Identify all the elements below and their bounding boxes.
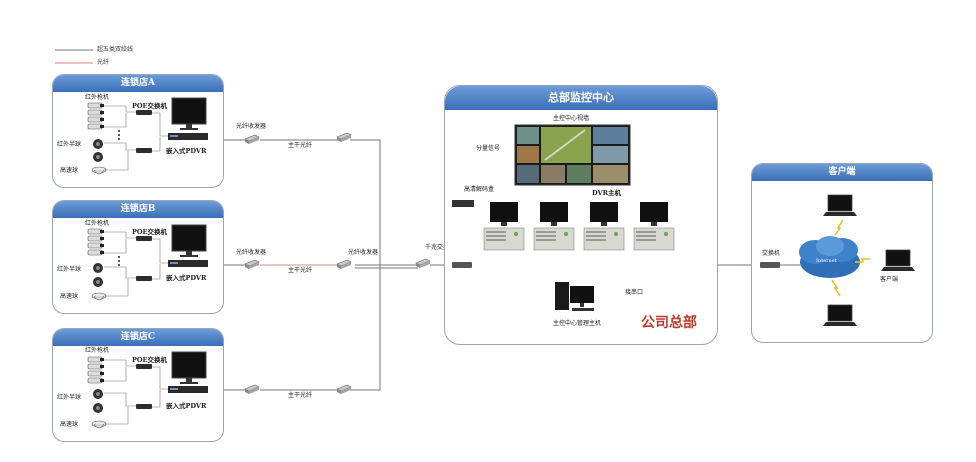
branch-b-speed-label: 高速球 [60, 293, 79, 300]
client-title: 客户端 [752, 164, 932, 181]
trunk-a-label: 主干光纤 [288, 142, 313, 149]
branch-b-dome-label: 红外半球 [57, 266, 82, 273]
branch-panel-c: 连锁店C [52, 328, 224, 442]
mgmt-label: 主控中心管理主机 [553, 320, 602, 327]
client-switch-label: 交换机 [762, 250, 781, 257]
branch-c-dome-label: 红外半球 [57, 394, 82, 401]
branch-c-speed-label: 高速球 [60, 421, 79, 428]
hq-title: 总部监控中心 [445, 86, 717, 110]
branch-a-dvr-label: 嵌入式PDVR [166, 147, 207, 155]
branch-title: 连锁店C [53, 329, 223, 346]
signal-label: 分量信号 [476, 145, 501, 152]
trunk-c-label: 主干光纤 [288, 392, 313, 399]
legend-fiber-label: 光纤 [97, 59, 110, 66]
branch-a-equipment [87, 97, 208, 175]
management-host [555, 282, 594, 311]
branch-a-camera-label: 红外枪机 [85, 94, 110, 101]
branch-title: 连锁店A [53, 75, 223, 92]
branch-a-speed-label: 高速球 [60, 167, 79, 174]
branch-b-dvr-label: 嵌入式PDVR [166, 274, 207, 282]
gigabit-switch [452, 262, 472, 268]
branch-c-camera-label: 红外枪机 [85, 347, 110, 354]
branch-panel-a: 连锁店A [52, 74, 224, 188]
center-transceiver-label: 光纤收发器 [348, 249, 379, 256]
trunk-b-label: 主干光纤 [288, 267, 313, 274]
gigabit-switch-label: 千兆交换机 [425, 244, 456, 251]
decoder-label: 高清解码盒 [464, 186, 495, 193]
laptop-right [880, 249, 916, 272]
branch-b-equipment [87, 224, 208, 301]
branch-a-poe-label: POE交换机 [132, 102, 168, 110]
branch-c-equipment [87, 351, 208, 429]
laptop-top [822, 194, 858, 217]
transceiver-b-label: 光纤收发器 [236, 249, 267, 256]
branch-title: 连锁店B [53, 201, 223, 218]
laptop-bottom [822, 304, 858, 327]
branch-b-poe-label: POE交换机 [132, 228, 168, 236]
company-label: 公司总部 [641, 315, 697, 331]
branch-b-camera-label: 红外枪机 [85, 220, 110, 227]
decoder-box [452, 200, 474, 207]
client-label: 客户端 [880, 276, 899, 283]
internet-label: Internet [816, 258, 837, 264]
video-wall-label: 主控中心视墙 [553, 115, 590, 122]
dvr-host-label: DVR主机 [592, 189, 621, 197]
serial-label: 接串口 [625, 289, 644, 296]
branch-c-dvr-label: 嵌入式PDVR [166, 402, 207, 410]
transceiver-a-label: 光纤收发器 [236, 123, 267, 130]
dvr-hosts [483, 202, 675, 251]
internet-cloud [799, 236, 860, 278]
branch-c-poe-label: POE交换机 [132, 356, 168, 364]
legend-cable-label: 超五类双绞线 [97, 46, 134, 53]
client-switch [760, 262, 780, 268]
video-wall [514, 124, 631, 186]
branch-a-dome-label: 红外半球 [57, 141, 82, 148]
